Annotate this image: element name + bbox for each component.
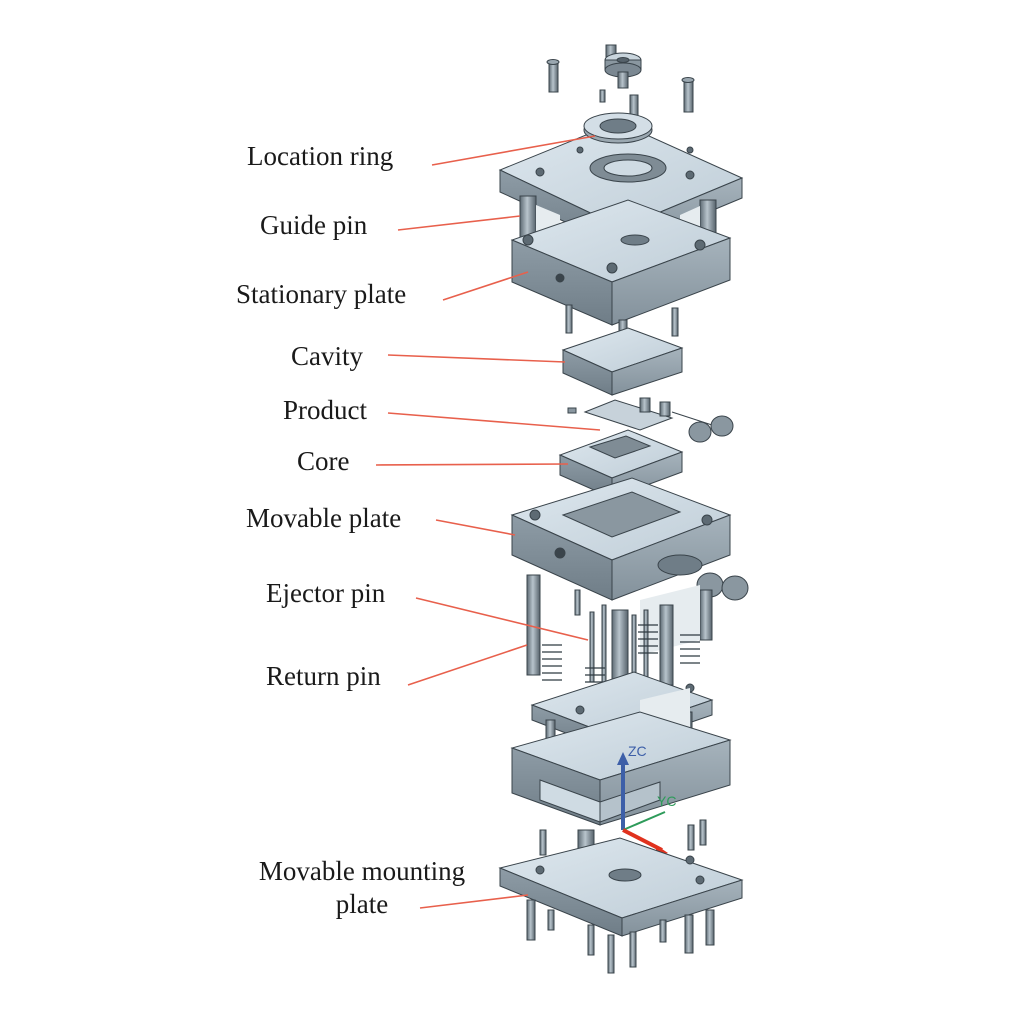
movable-plate <box>510 477 732 601</box>
cavity-block <box>561 327 684 396</box>
axis-label-y: YC <box>657 793 676 809</box>
label-product: Product <box>283 395 367 425</box>
leader-stationary-plate <box>442 271 529 301</box>
label-guide-pin: Guide pin <box>260 210 368 240</box>
label-movable-mounting-plate-line1: Movable mounting <box>258 856 466 886</box>
label-cavity: Cavity <box>291 341 363 371</box>
ejector-springs <box>542 624 700 697</box>
leader-cavity <box>387 354 566 363</box>
label-core: Core <box>297 446 350 476</box>
side-slider <box>640 572 749 655</box>
leader-movable-mounting-plate <box>419 894 529 909</box>
leader-movable-plate <box>435 519 516 536</box>
label-movable-mounting-plate: Movable mounting plate <box>236 855 488 921</box>
label-location-ring: Location ring <box>247 141 394 171</box>
leader-lines <box>375 135 601 909</box>
movable-mounting-plate <box>498 837 744 937</box>
ejector-pins <box>526 574 674 691</box>
leader-product <box>387 412 601 431</box>
label-ejector-pin: Ejector pin <box>266 578 386 608</box>
bottom-screws <box>526 899 715 974</box>
leader-guide-pin <box>397 215 521 231</box>
spacer-blocks <box>510 711 732 826</box>
product-part <box>567 397 734 443</box>
label-return-pin: Return pin <box>266 661 381 691</box>
top-hardware <box>546 44 695 126</box>
leader-return-pin <box>407 644 528 686</box>
label-movable-plate: Movable plate <box>246 503 402 533</box>
leader-core <box>375 463 569 466</box>
label-movable-mounting-plate-line2: plate <box>335 889 389 919</box>
label-stationary-plate: Stationary plate <box>236 279 407 309</box>
leader-location-ring <box>431 135 596 166</box>
stationary-plate <box>510 199 732 326</box>
leader-ejector-pin <box>415 597 589 641</box>
axis-label-z: ZC <box>628 743 647 759</box>
